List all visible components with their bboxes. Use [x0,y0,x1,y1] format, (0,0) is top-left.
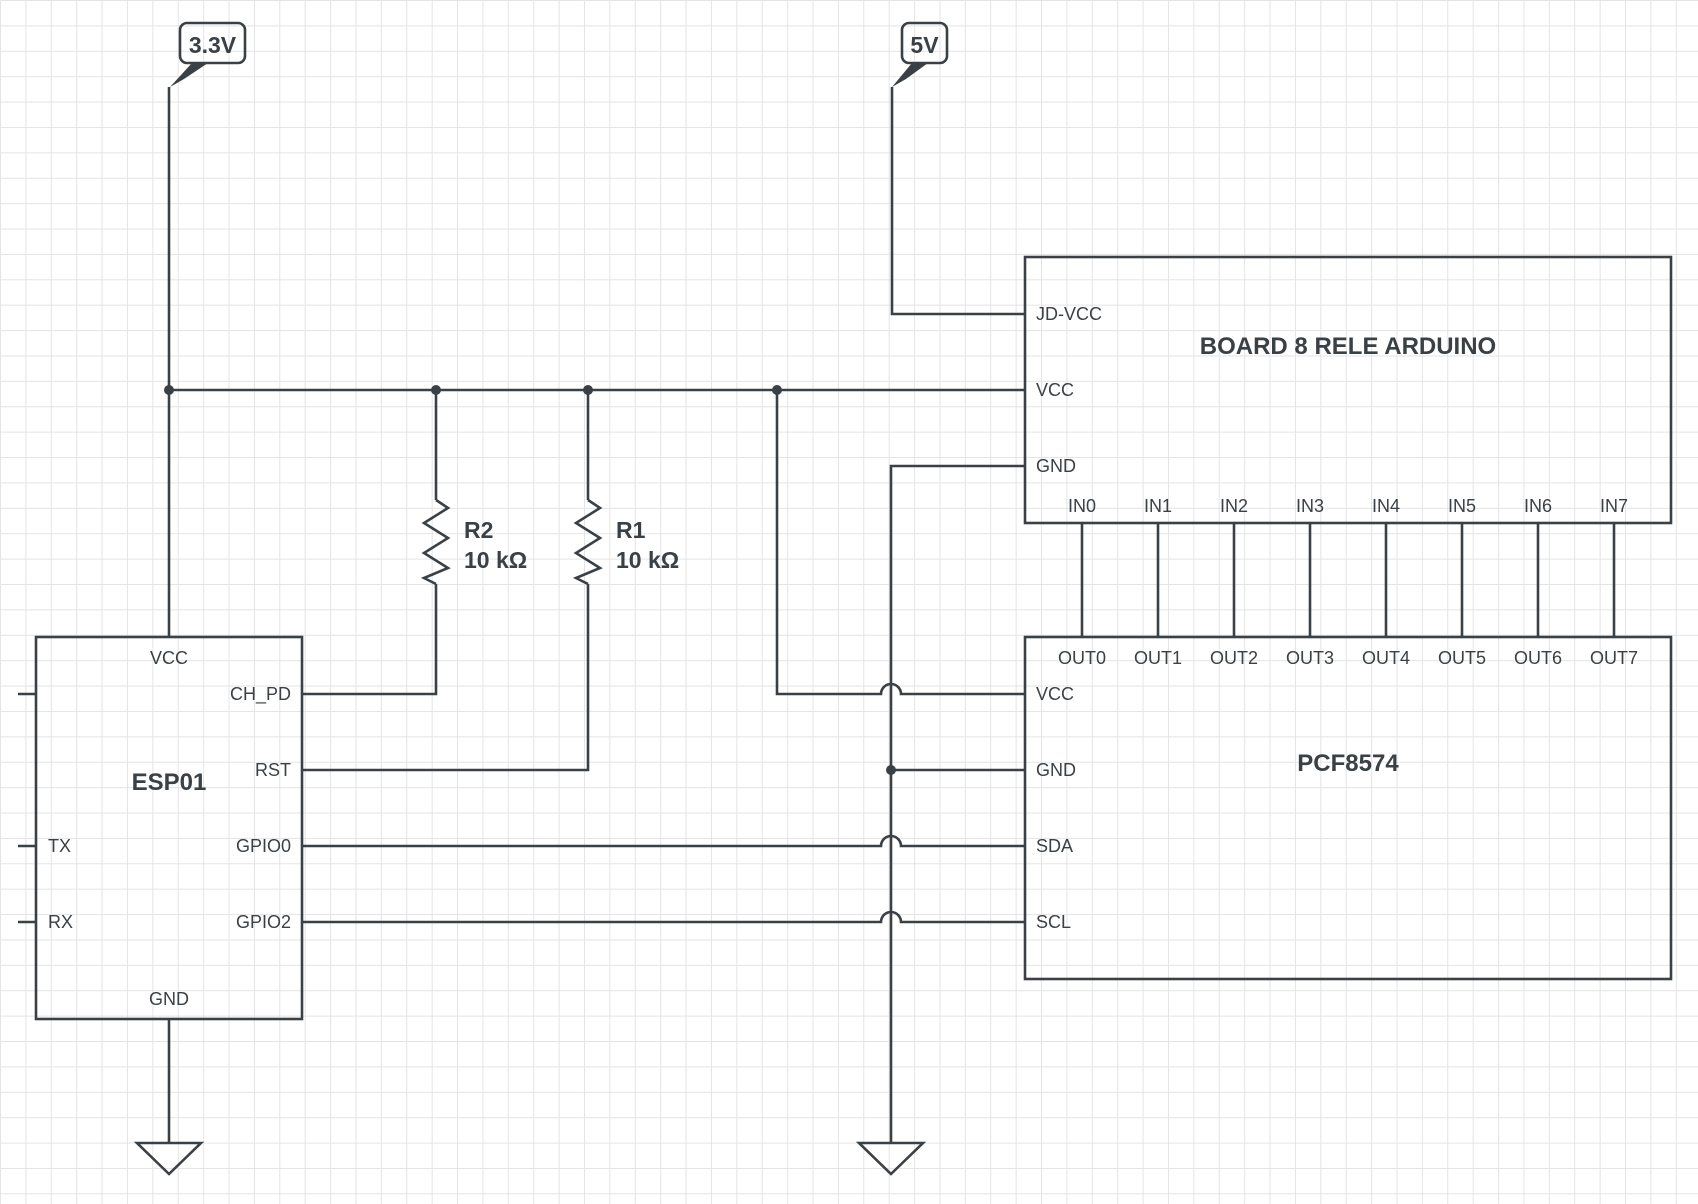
power-flag-3v3[interactable]: 3.3V [170,21,247,87]
esp-pin-gpio0: GPIO0 [236,836,291,856]
wire-r2-chpd [302,584,438,696]
resistor-r1-value: 10 kΩ [616,547,679,573]
pcf-pin-out2: OUT2 [1210,648,1258,668]
relay-board[interactable]: BOARD 8 RELE ARDUINO JD-VCC VCC GND IN0 … [1023,255,1673,525]
junction-dot [164,385,174,395]
junction-dot [772,385,782,395]
relay-pin-in3: IN3 [1296,496,1324,516]
junction-dot [886,765,896,775]
pcf-pin-out1: OUT1 [1134,648,1182,668]
relay-pin-in4: IN4 [1372,496,1400,516]
junctions [164,385,896,775]
esp-pin-gpio2: GPIO2 [236,912,291,932]
relay-pin-in0: IN0 [1068,496,1096,516]
esp01-title: ESP01 [132,769,207,796]
esp-pin-tx: TX [48,836,71,856]
relay-pin-in6: IN6 [1524,496,1552,516]
pcf-pin-out7: OUT7 [1590,648,1638,668]
relay-pin-jdvcc: JD-VCC [1036,304,1102,324]
relay-pin-in2: IN2 [1220,496,1248,516]
pcf-pin-vcc: VCC [1036,684,1074,704]
power-flag-3v3-label: 3.3V [189,32,237,58]
junction-dot [431,385,441,395]
esp-pin-vcc: VCC [150,648,188,668]
pcf8574-title: PCF8574 [1297,750,1399,777]
power-flag-5v[interactable]: 5V [892,21,949,87]
esp-pin-rst: RST [255,760,291,780]
pcf-pin-out0: OUT0 [1058,648,1106,668]
resistor-r2[interactable]: R2 10 kΩ [420,498,527,586]
esp-pin-chpd: CH_PD [230,684,291,705]
pcf-pin-out3: OUT3 [1286,648,1334,668]
resistor-r2-name: R2 [464,517,493,543]
wire-gnd-vertical [889,464,1025,1143]
wire-sda [302,834,1025,848]
pcf-pin-out6: OUT6 [1514,648,1562,668]
wires [18,87,1616,1143]
relay-board-title: BOARD 8 RELE ARDUINO [1200,333,1496,360]
wire-pcf-vcc [775,390,1025,696]
pcf-pin-sda: SDA [1036,836,1073,856]
relay-pin-gnd: GND [1036,456,1076,476]
relay-pin-in7: IN7 [1600,496,1628,516]
pcf-pin-scl: SCL [1036,912,1071,932]
resistor-r2-value: 10 kΩ [464,547,527,573]
junction-dot [583,385,593,395]
wire-r1-rst [302,584,590,772]
pcf-pin-gnd: GND [1036,760,1076,780]
resistor-r1[interactable]: R1 10 kΩ [572,498,679,586]
wire-5v-jdvcc [890,87,1025,316]
relay-pin-vcc: VCC [1036,380,1074,400]
ground-symbol-esp[interactable] [133,1141,205,1176]
esp-pin-rx: RX [48,912,73,932]
relay-pin-in5: IN5 [1448,496,1476,516]
pcf-pin-out5: OUT5 [1438,648,1486,668]
relay-pin-in1: IN1 [1144,496,1172,516]
esp01-module[interactable]: ESP01 VCC GND CH_PD RST GPIO0 GPIO2 TX R… [34,635,304,1021]
ground-symbol-main[interactable] [855,1141,927,1176]
wire-scl [302,910,1025,924]
esp-pin-gnd: GND [149,989,189,1009]
resistor-r1-name: R1 [616,517,646,543]
pcf8574-chip[interactable]: PCF8574 OUT0 OUT1 OUT2 OUT3 OUT4 OUT5 OU… [1023,635,1673,981]
pcf-pin-out4: OUT4 [1362,648,1410,668]
power-flag-5v-label: 5V [910,32,939,58]
